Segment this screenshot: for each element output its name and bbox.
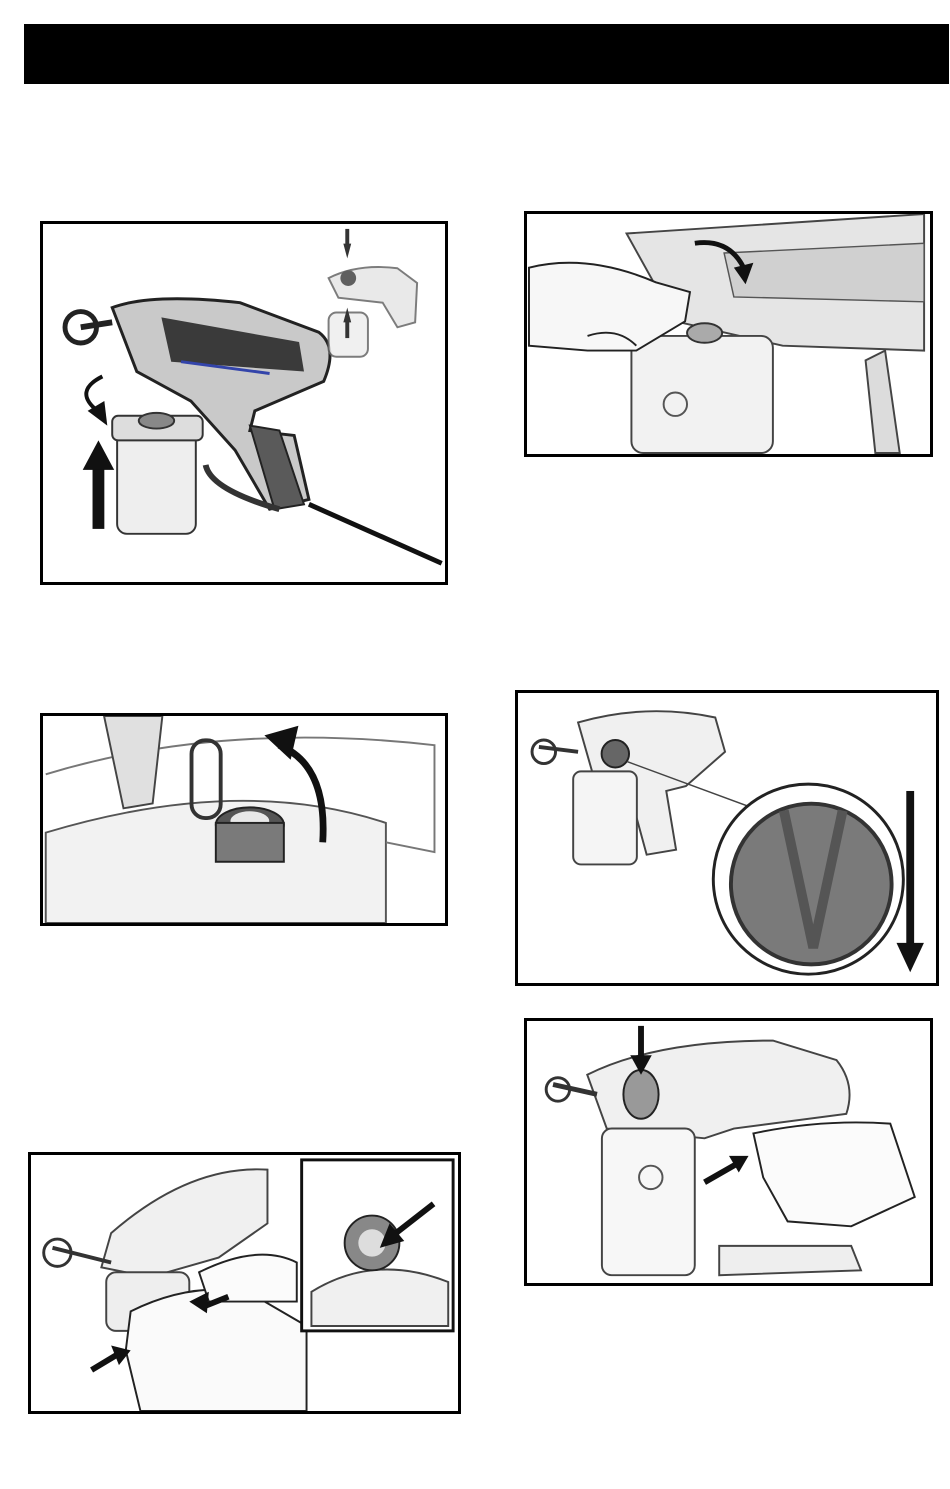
figure-hand-removing-cap [524,211,933,457]
figure-prime-knob-detail [515,690,939,986]
straight-arrow-icon [638,1026,644,1060]
straight-arrow-icon [93,465,105,529]
trigger-illustration [527,1021,930,1283]
cup-lid-illustration [43,716,445,923]
header-bar [24,24,949,84]
figure-trigger-spray [524,1018,933,1286]
fill-port-illustration [31,1155,458,1411]
straight-arrow-icon [906,791,914,958]
figure-cup-lid-pour-spout [40,713,448,926]
sprayer-illustration [43,224,445,582]
hand-cap-illustration [527,214,930,454]
prime-knob-illustration [518,693,936,983]
figure-prime-valve-fill-port [28,1152,461,1414]
figure-install-cup [40,221,448,585]
